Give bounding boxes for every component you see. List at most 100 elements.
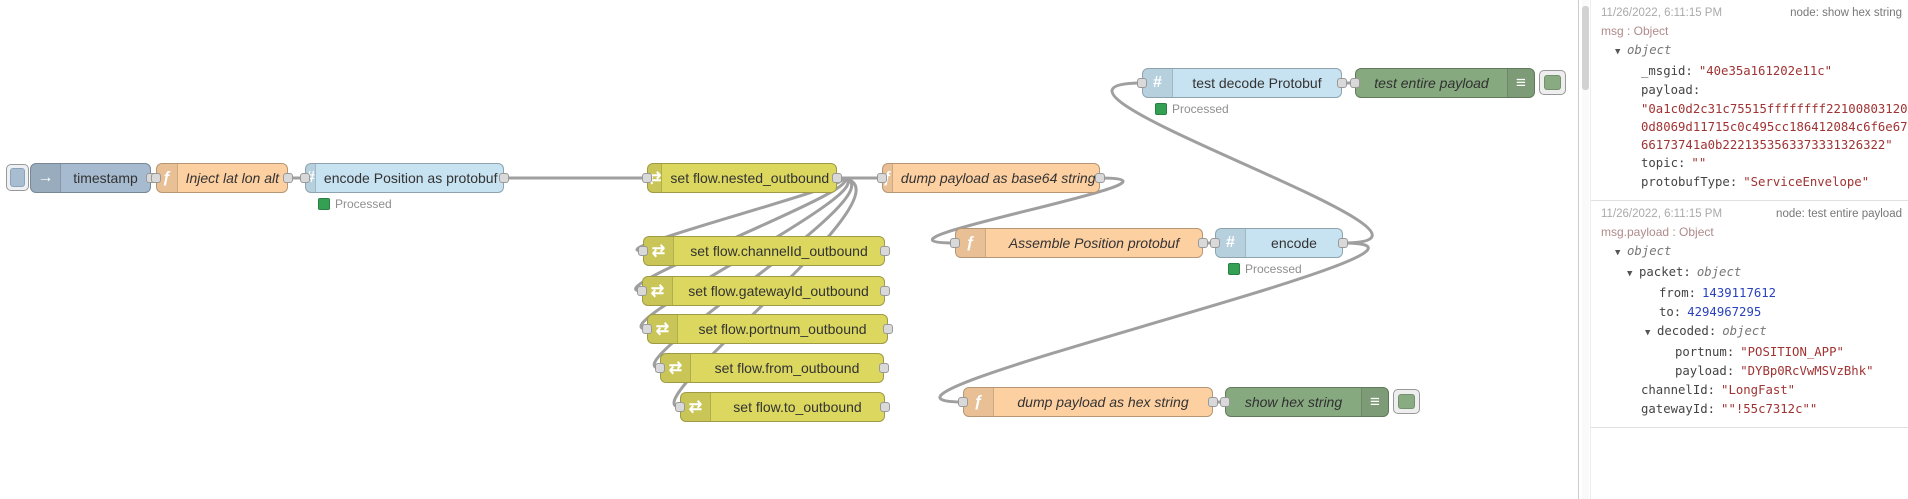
input-port[interactable] bbox=[950, 238, 960, 248]
input-port[interactable] bbox=[1137, 78, 1147, 88]
collapse-triangle-icon[interactable]: ▼ bbox=[1645, 328, 1651, 338]
tree-row: payload:"DYBp0RcVwMSVzBhk" bbox=[1601, 362, 1904, 381]
input-port[interactable] bbox=[877, 173, 887, 183]
tree-row: ▼ packet: object bbox=[1601, 263, 1904, 284]
output-port[interactable] bbox=[883, 324, 893, 334]
node-encode-position-protobuf[interactable]: # encode Position as protobuf bbox=[300, 163, 509, 193]
input-port[interactable] bbox=[637, 286, 647, 296]
scrollbar-thumb[interactable] bbox=[1582, 6, 1589, 90]
output-port[interactable] bbox=[283, 173, 293, 183]
tree-key: packet: bbox=[1639, 265, 1691, 279]
tree-value: "ServiceEnvelope" bbox=[1743, 175, 1870, 189]
input-port[interactable] bbox=[300, 173, 310, 183]
status-text: Processed bbox=[335, 197, 392, 211]
node-set-flow-gatewayid-outbound[interactable]: ⇄ set flow.gatewayId_outbound bbox=[637, 276, 890, 306]
debug-toggle-button[interactable] bbox=[1539, 70, 1566, 95]
debug-msg-summary: msg : Object bbox=[1601, 24, 1669, 38]
output-port[interactable] bbox=[880, 286, 890, 296]
input-port[interactable] bbox=[655, 363, 665, 373]
node-label: dump payload as hex string bbox=[1017, 394, 1189, 410]
shuffle-icon: ⇄ bbox=[648, 164, 663, 192]
debug-timestamp: 11/26/2022, 6:11:15 PM bbox=[1601, 7, 1723, 19]
shuffle-icon: ⇄ bbox=[648, 315, 678, 343]
node-set-flow-nested-outbound[interactable]: ⇄ set flow.nested_outbound bbox=[642, 163, 842, 193]
output-port[interactable] bbox=[1337, 78, 1347, 88]
tree-value: 1439117612 bbox=[1702, 286, 1777, 300]
output-port[interactable] bbox=[1208, 397, 1218, 407]
node-label: Assemble Position protobuf bbox=[1008, 235, 1180, 251]
tree-row: to:4294967295 bbox=[1601, 303, 1904, 322]
tree-value: ""!55c7312c"" bbox=[1721, 402, 1818, 416]
output-port[interactable] bbox=[499, 173, 509, 183]
hash-icon: # bbox=[1216, 229, 1246, 257]
node-encode[interactable]: # encode bbox=[1210, 228, 1348, 258]
node-label: dump payload as base64 string bbox=[900, 170, 1096, 186]
output-port[interactable] bbox=[880, 246, 890, 256]
tree-value: "POSITION_APP" bbox=[1740, 345, 1844, 359]
node-test-decode-protobuf[interactable]: # test decode Protobuf bbox=[1137, 68, 1347, 98]
node-set-flow-to-outbound[interactable]: ⇄ set flow.to_outbound bbox=[675, 392, 890, 422]
debug-timestamp: 11/26/2022, 6:11:15 PM bbox=[1601, 208, 1723, 220]
node-test-entire-payload[interactable]: test entire payload ≡ bbox=[1350, 68, 1535, 98]
function-icon: ƒ bbox=[964, 388, 994, 416]
tree-object-label: object bbox=[1627, 244, 1672, 258]
debug-toggle-button[interactable] bbox=[1393, 389, 1420, 414]
tree-value: "40e35a161202e11c" bbox=[1698, 64, 1833, 78]
node-label: set flow.to_outbound bbox=[733, 399, 862, 415]
node-inject-lat-lon-alt[interactable]: ƒ Inject lat lon alt bbox=[151, 163, 293, 193]
tree-object-label: object bbox=[1696, 265, 1742, 279]
wire[interactable] bbox=[931, 176, 1125, 245]
input-port[interactable] bbox=[151, 173, 161, 183]
collapse-triangle-icon[interactable]: ▼ bbox=[1615, 47, 1621, 57]
tree-value-hex: "0a1c0d2c31c75515ffffffff22100803120c0d8… bbox=[1641, 102, 1908, 152]
input-port[interactable] bbox=[642, 173, 652, 183]
output-port[interactable] bbox=[832, 173, 842, 183]
debug-list-icon: ≡ bbox=[1507, 69, 1534, 97]
node-set-flow-portnum-outbound[interactable]: ⇄ set flow.portnum_outbound bbox=[642, 314, 893, 344]
sidebar-scrollbar[interactable] bbox=[1582, 0, 1589, 499]
output-port[interactable] bbox=[1095, 173, 1105, 183]
node-timestamp[interactable]: → timestamp bbox=[30, 163, 156, 193]
node-set-flow-channelid-outbound[interactable]: ⇄ set flow.channelId_outbound bbox=[638, 236, 890, 266]
node-assemble-position-protobuf[interactable]: ƒ Assemble Position protobuf bbox=[950, 228, 1208, 258]
collapse-triangle-icon[interactable]: ▼ bbox=[1615, 248, 1621, 258]
tree-key: decoded: bbox=[1657, 324, 1717, 338]
collapse-triangle-icon[interactable]: ▼ bbox=[1627, 269, 1633, 279]
tree-value: "LongFast" bbox=[1721, 383, 1796, 397]
node-dump-payload-hex[interactable]: ƒ dump payload as hex string bbox=[958, 387, 1218, 417]
input-port[interactable] bbox=[1210, 238, 1220, 248]
tree-row: ▼decoded:object bbox=[1601, 322, 1904, 343]
function-icon: ƒ bbox=[157, 164, 178, 192]
input-port[interactable] bbox=[1350, 78, 1360, 88]
output-port[interactable] bbox=[1338, 238, 1348, 248]
output-port[interactable] bbox=[880, 402, 890, 412]
node-label: set flow.portnum_outbound bbox=[698, 321, 867, 337]
wire[interactable] bbox=[938, 241, 1370, 404]
hash-icon: # bbox=[306, 164, 316, 192]
debug-sidebar: node: show hex string 11/26/2022, 6:11:1… bbox=[1590, 0, 1908, 499]
flow-canvas[interactable]: → timestamp ƒ Inject lat lon alt # encod… bbox=[0, 0, 1578, 499]
shuffle-icon: ⇄ bbox=[681, 393, 711, 421]
input-port[interactable] bbox=[958, 397, 968, 407]
node-set-flow-from-outbound[interactable]: ⇄ set flow.from_outbound bbox=[655, 353, 889, 383]
output-port[interactable] bbox=[879, 363, 889, 373]
tree-row: from:1439117612 bbox=[1601, 284, 1904, 303]
debug-source-node: node: show hex string bbox=[1790, 7, 1902, 19]
tree-row: channelId:"LongFast" bbox=[1601, 381, 1904, 400]
output-port[interactable] bbox=[1198, 238, 1208, 248]
inject-button[interactable] bbox=[6, 164, 29, 191]
node-show-hex-string[interactable]: show hex string ≡ bbox=[1220, 387, 1389, 417]
node-dump-payload-base64[interactable]: ƒ dump payload as base64 string bbox=[877, 163, 1105, 193]
node-label: set flow.gatewayId_outbound bbox=[688, 283, 869, 299]
tree-object-label: object bbox=[1627, 43, 1672, 57]
wire[interactable] bbox=[634, 176, 847, 293]
input-port[interactable] bbox=[675, 402, 685, 412]
input-port[interactable] bbox=[1220, 397, 1230, 407]
tree-row: portnum:"POSITION_APP" bbox=[1601, 343, 1904, 362]
wire[interactable] bbox=[1110, 81, 1374, 245]
input-port[interactable] bbox=[638, 246, 648, 256]
wire[interactable] bbox=[652, 176, 854, 370]
status-text: Processed bbox=[1245, 262, 1302, 276]
sidebar-splitter[interactable] bbox=[1578, 0, 1579, 499]
input-port[interactable] bbox=[642, 324, 652, 334]
